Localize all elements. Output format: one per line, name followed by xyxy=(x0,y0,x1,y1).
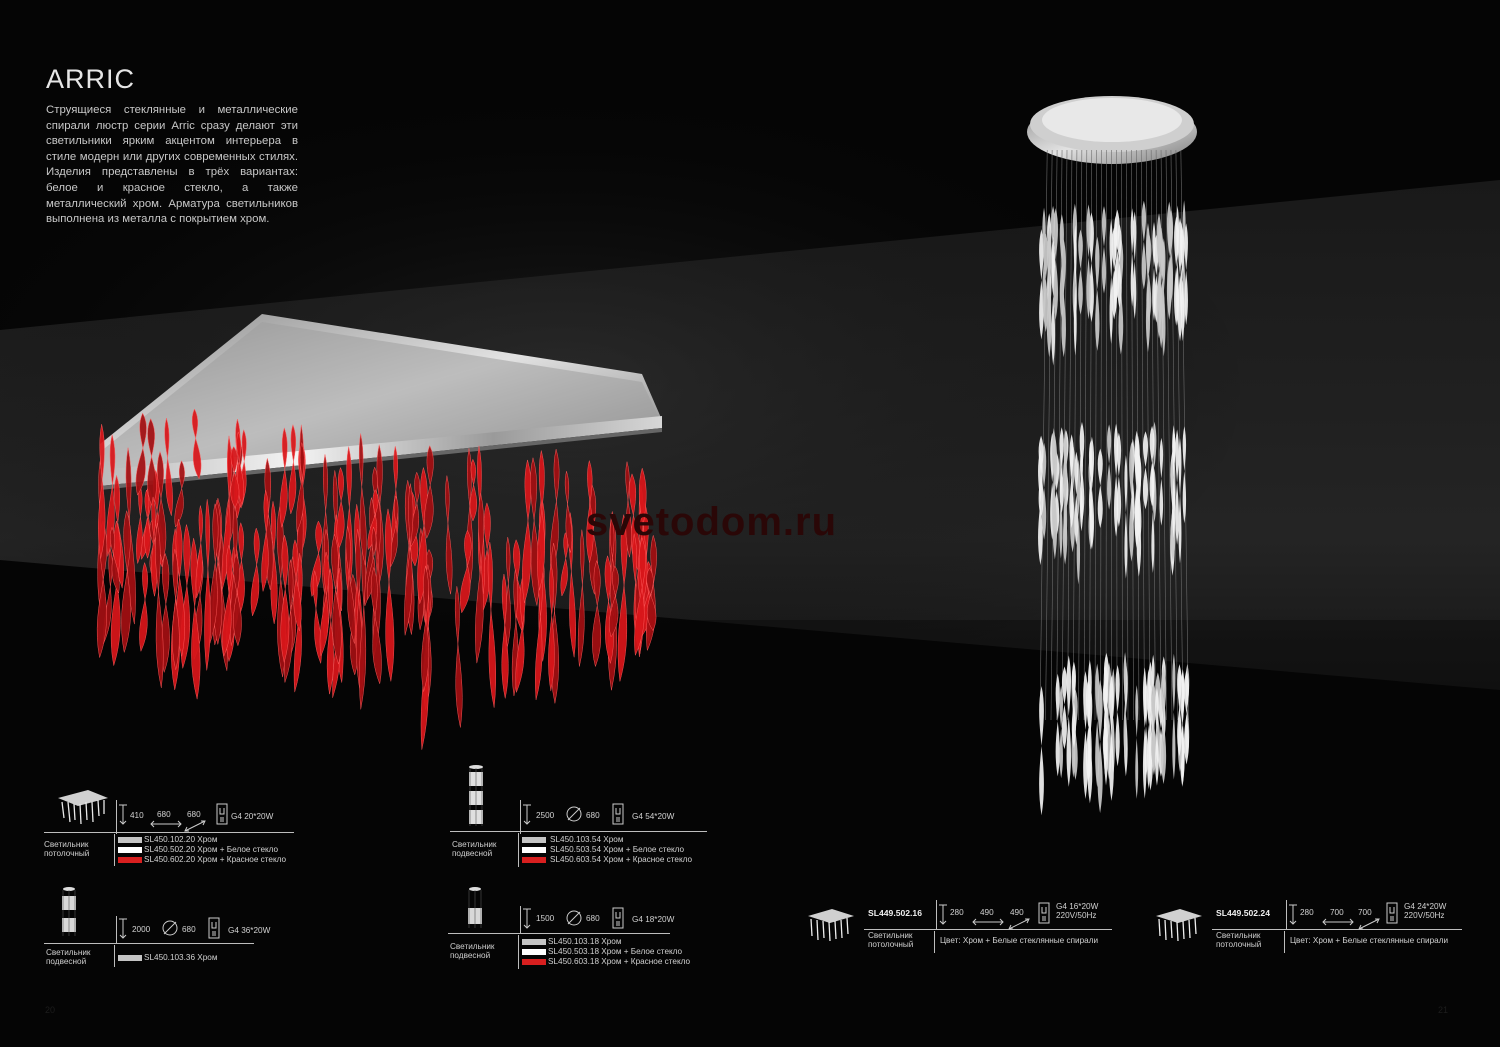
spec-height: 1500 xyxy=(536,914,555,923)
variant-code: SL450.502.20 Хром + Белое стекло xyxy=(144,845,279,854)
swatch-red xyxy=(522,857,546,863)
height-icon xyxy=(119,918,127,939)
spec-category-line1: Светильник xyxy=(452,840,497,849)
watermark: svetodom.ru xyxy=(586,500,838,544)
lamp-icon xyxy=(216,803,228,825)
variant-code: SL450.103.54 Хром xyxy=(550,835,624,844)
diameter-icon xyxy=(566,910,582,926)
spec-diameter: 680 xyxy=(586,811,600,820)
ceiling-lamp-thumbnail xyxy=(1156,909,1202,942)
spec-category-line2: подвесной xyxy=(452,849,493,859)
spec-diameter: 680 xyxy=(586,914,600,923)
spec-lamp: G4 24*20W xyxy=(1404,902,1447,911)
spec-color-text: Цвет: Хром + Белые стеклянные спирали xyxy=(1290,936,1449,945)
variant-code: SL450.503.18 Хром + Белое стекло xyxy=(548,947,683,956)
product-code: SL449.502.24 xyxy=(1216,908,1270,918)
depth-icon xyxy=(184,820,206,832)
height-icon xyxy=(523,908,531,929)
spec-block-sl449-16: SL449.502.16 280 490 490 G4 16*20W 220V/… xyxy=(802,898,1122,958)
spec-lamp: G4 54*20W xyxy=(632,812,675,821)
collection-title: ARRIC xyxy=(46,64,136,94)
ceiling-lamp-thumbnail xyxy=(58,790,108,825)
spec-lamp: G4 20*20W xyxy=(231,812,274,821)
pendant-lamp-thumbnail xyxy=(468,887,482,928)
white-pendant-chandelier-image xyxy=(1027,96,1197,816)
variant-code: SL450.102.20 Хром xyxy=(144,835,218,844)
swatch-red xyxy=(522,959,546,965)
width-icon xyxy=(1322,918,1354,926)
diameter-icon xyxy=(162,920,178,936)
lamp-icon xyxy=(1038,902,1050,924)
spec-category-line1: Светильник xyxy=(44,840,89,849)
lamp-icon xyxy=(612,907,624,929)
diameter-icon xyxy=(566,806,582,822)
ceiling-lamp-thumbnail xyxy=(808,909,854,942)
variant-code: SL450.603.18 Хром + Красное стекло xyxy=(548,957,691,966)
spec-category-line2: потолочный xyxy=(44,849,90,859)
spec-height: 410 xyxy=(130,811,144,820)
lamp-icon xyxy=(1386,902,1398,924)
swatch-white xyxy=(118,847,142,853)
pendant-lamp-thumbnail xyxy=(469,765,483,826)
spec-width: 680 xyxy=(157,810,171,819)
width-icon xyxy=(972,918,1004,926)
swatch-red xyxy=(118,857,142,863)
variant-code: SL450.103.36 Хром xyxy=(144,953,218,962)
product-code: SL449.502.16 xyxy=(868,908,922,918)
spec-category-line1: Светильник xyxy=(450,942,495,951)
spec-block-sl449-24: SL449.502.24 280 700 700 G4 24*20W 220V/… xyxy=(1150,898,1470,958)
swatch-chrome xyxy=(522,939,546,945)
spec-depth: 490 xyxy=(1010,908,1024,917)
width-icon xyxy=(150,820,182,828)
spec-lamp: G4 36*20W xyxy=(228,926,271,935)
variant-code: SL450.103.18 Хром xyxy=(548,937,622,946)
spec-color-text: Цвет: Хром + Белые стеклянные спирали xyxy=(940,936,1099,945)
variant-code: SL450.603.54 Хром + Красное стекло xyxy=(550,855,693,864)
spec-height: 280 xyxy=(950,908,964,917)
red-ceiling-chandelier-image xyxy=(96,314,662,750)
spec-depth: 700 xyxy=(1358,908,1372,917)
swatch-chrome xyxy=(118,837,142,843)
spec-category-line1: Светильник xyxy=(1216,931,1261,940)
lamp-icon xyxy=(612,803,624,825)
lamp-icon xyxy=(208,917,220,939)
variant-code: SL450.602.20 Хром + Красное стекло xyxy=(144,855,287,864)
spec-depth: 680 xyxy=(187,810,201,819)
height-icon xyxy=(1289,904,1297,925)
swatch-chrome xyxy=(118,955,142,961)
spec-category-line2: подвесной xyxy=(450,951,491,961)
spec-voltage: 220V/50Hz xyxy=(1404,911,1445,920)
page-number-right: 21 xyxy=(1438,1005,1449,1015)
swatch-chrome xyxy=(522,837,546,843)
page-number-left: 20 xyxy=(45,1005,56,1015)
spec-category-line1: Светильник xyxy=(46,948,91,957)
spec-diameter: 680 xyxy=(182,925,196,934)
spec-height: 280 xyxy=(1300,908,1314,917)
height-icon xyxy=(939,904,947,925)
spec-lamp: G4 18*20W xyxy=(632,915,675,924)
height-icon xyxy=(523,804,531,825)
spec-height: 2000 xyxy=(132,925,151,934)
variant-code: SL450.503.54 Хром + Белое стекло xyxy=(550,845,685,854)
spec-width: 490 xyxy=(980,908,994,917)
spec-voltage: 220V/50Hz xyxy=(1056,911,1097,920)
spec-width: 700 xyxy=(1330,908,1344,917)
pendant-lamp-thumbnail xyxy=(62,887,76,936)
swatch-white xyxy=(522,847,546,853)
height-icon xyxy=(119,804,127,825)
spec-category-line2: подвесной xyxy=(46,957,87,967)
spec-height: 2500 xyxy=(536,811,555,820)
spec-category-line1: Светильник xyxy=(868,931,913,940)
spec-lamp: G4 16*20W xyxy=(1056,902,1099,911)
spec-category-line2: потолочный xyxy=(1216,940,1262,950)
collection-description: Струящиеся стеклянные и металлические сп… xyxy=(46,104,298,226)
swatch-white xyxy=(522,949,546,955)
spec-category-line2: потолочный xyxy=(868,940,914,950)
